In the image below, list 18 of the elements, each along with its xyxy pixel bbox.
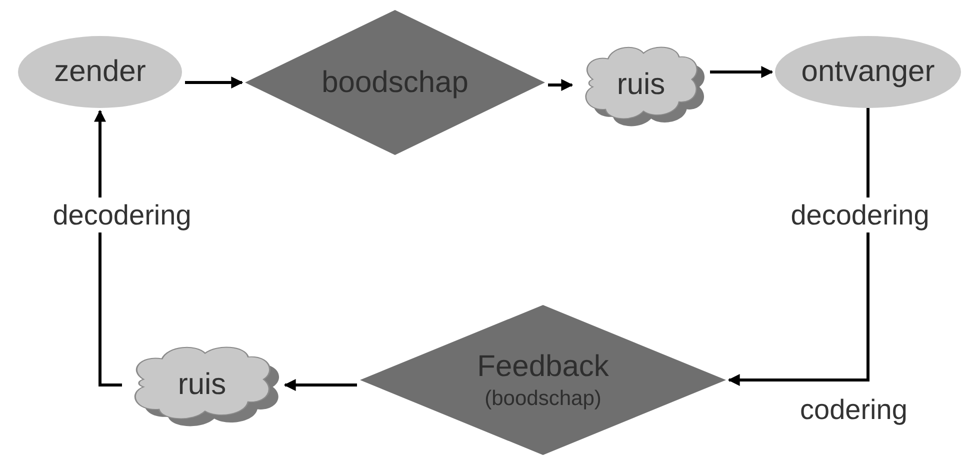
arrow	[94, 110, 122, 386]
arrow	[728, 108, 870, 386]
sender-ellipse	[18, 36, 182, 108]
node-label: ontvanger	[801, 54, 935, 90]
node-label: ruis	[178, 367, 226, 404]
node-label: Feedback	[477, 349, 609, 386]
message-diamond	[245, 10, 545, 155]
arrow	[284, 379, 357, 391]
arrow	[185, 76, 244, 88]
receiver-ellipse	[775, 36, 961, 108]
node-label: zender	[54, 54, 146, 90]
arrow	[548, 79, 574, 91]
feedback-diamond	[360, 305, 726, 455]
text-label: codering	[800, 393, 908, 427]
node-sublabel: (boodschap)	[484, 386, 602, 412]
node-label: boodschap	[322, 64, 468, 101]
arrow	[710, 66, 774, 78]
node-label: ruis	[616, 67, 666, 104]
